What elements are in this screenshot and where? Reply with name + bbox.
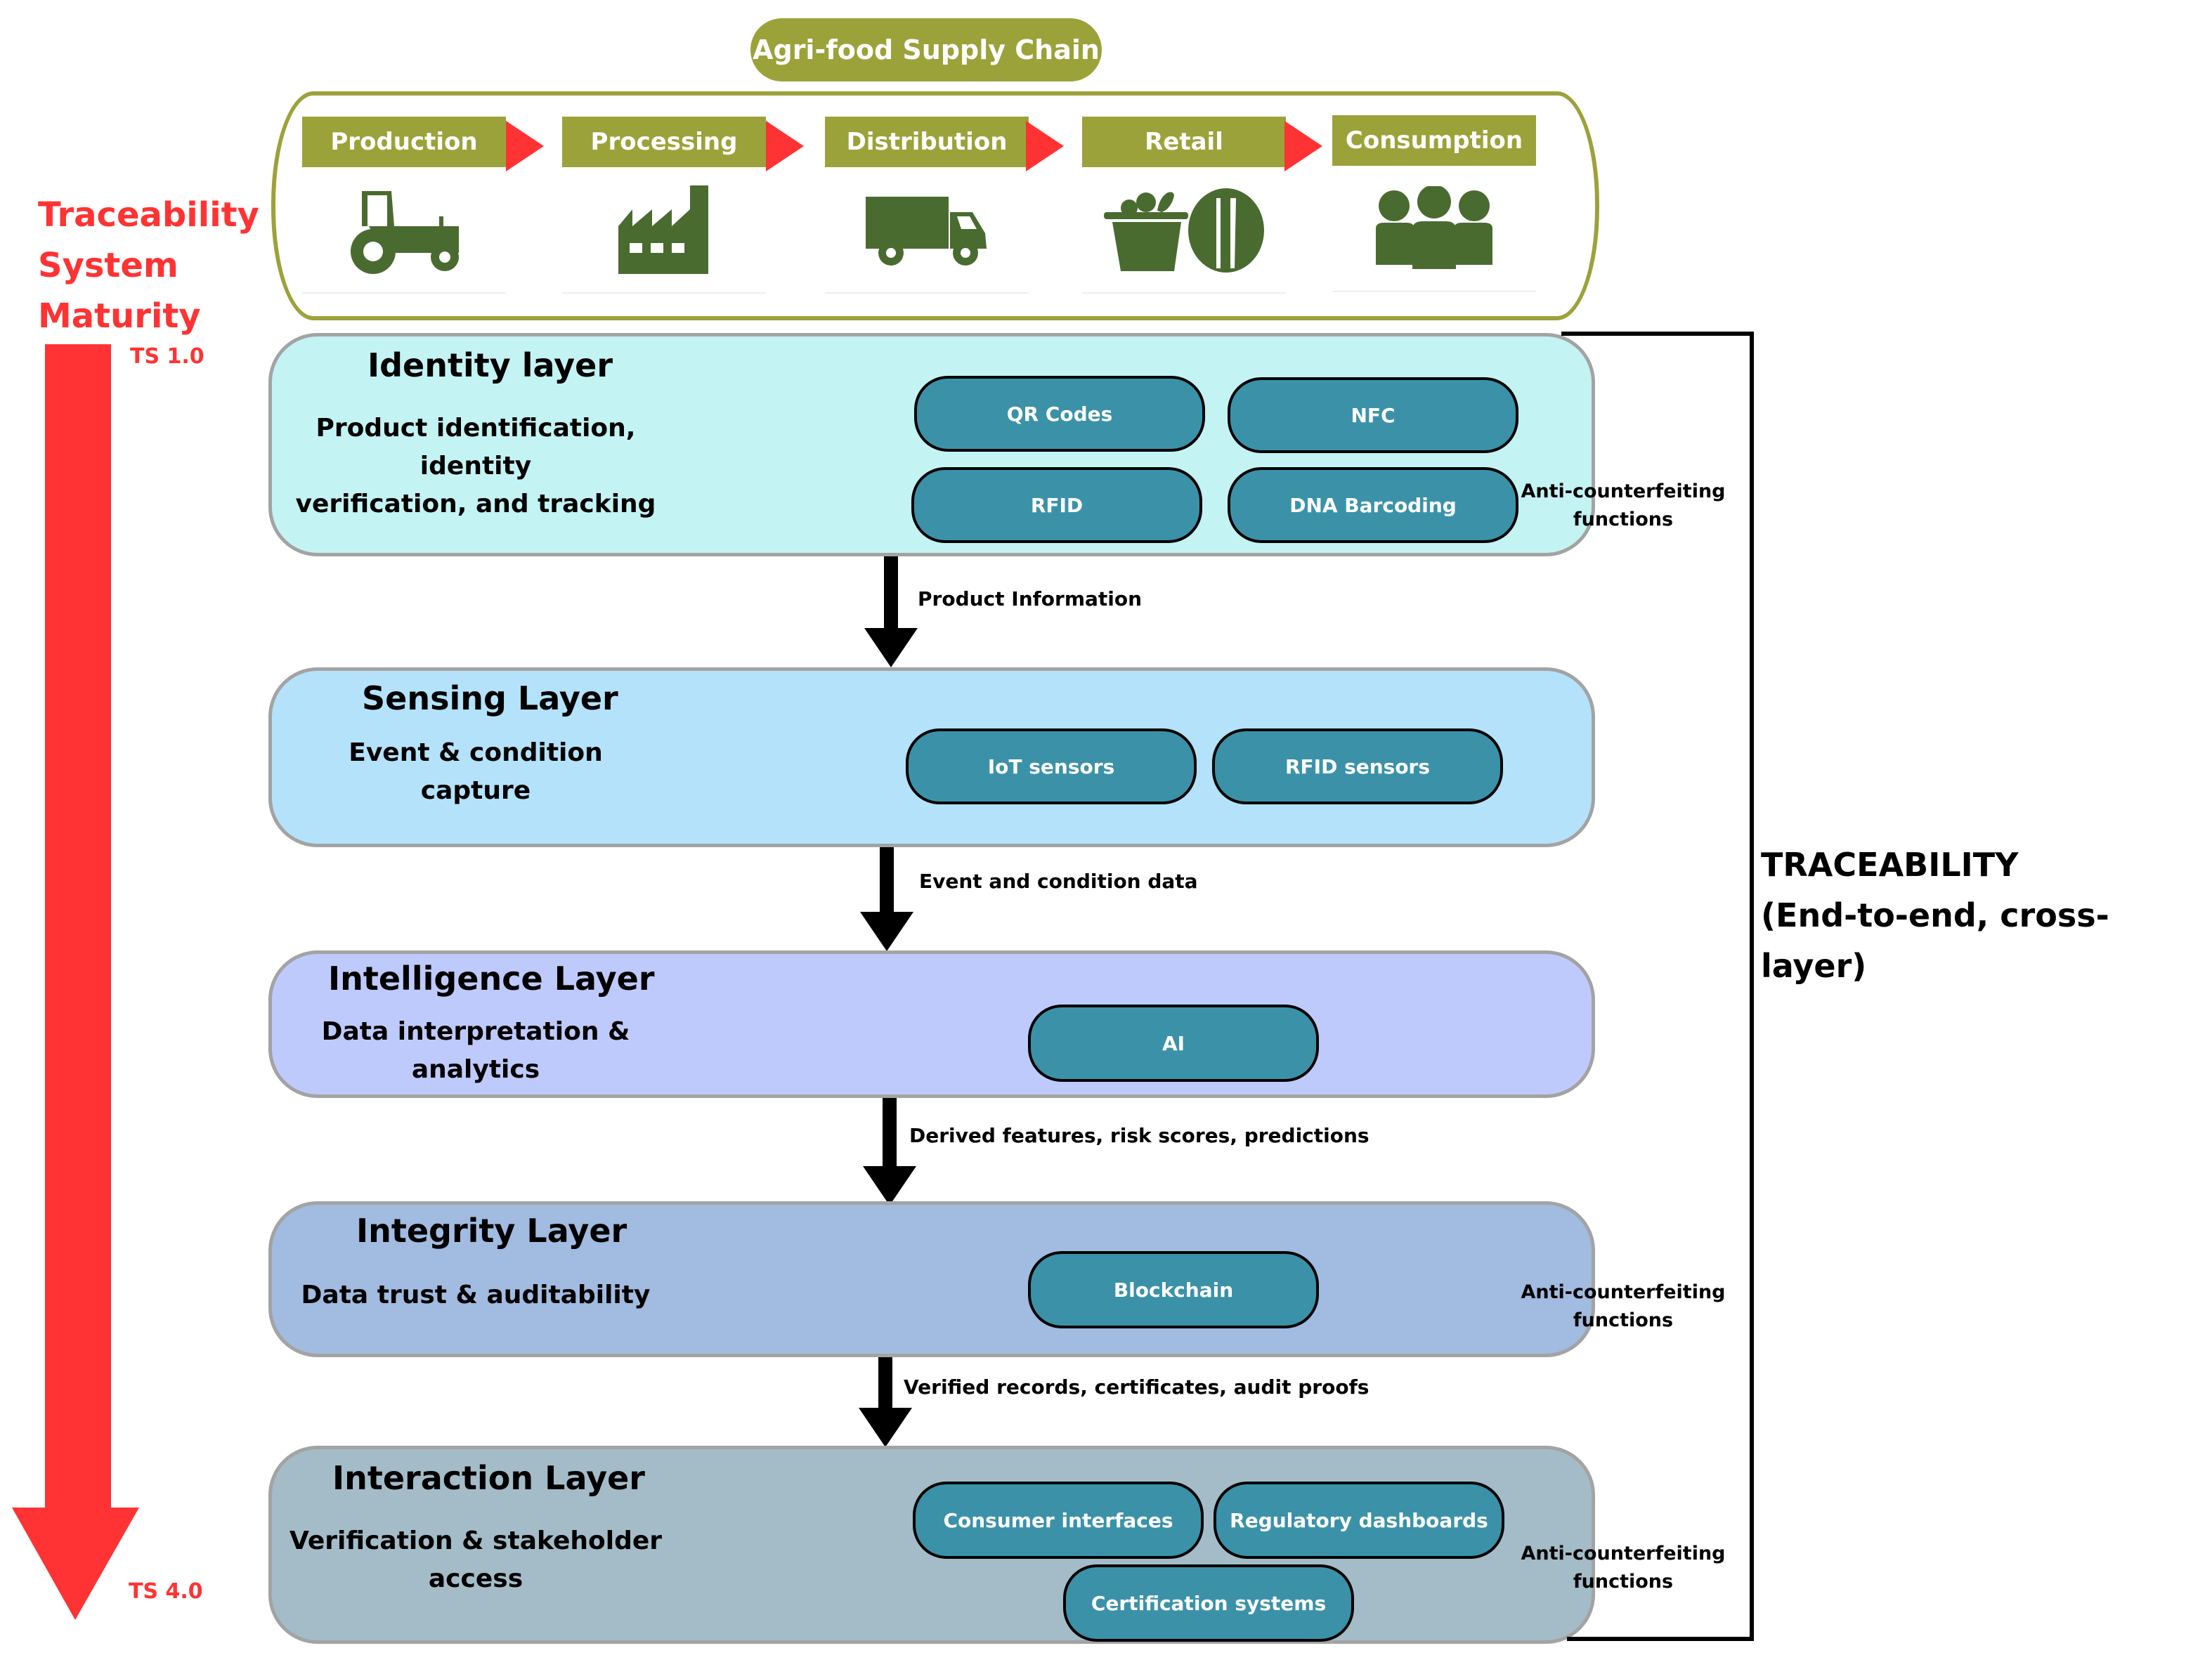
stage-arrow-icon xyxy=(506,121,544,171)
tractor-icon xyxy=(351,191,459,274)
maturity-title: Traceability System Maturity xyxy=(38,195,259,336)
factory-icon xyxy=(618,185,708,274)
identity-layer: Identity layer Product identification, i… xyxy=(268,333,1595,556)
supply-chain-frame xyxy=(271,91,1599,320)
layer-title: Intelligence Layer xyxy=(328,960,655,998)
tech-ai: AI xyxy=(1028,1005,1319,1082)
traceability-bracket-top xyxy=(1561,332,1754,336)
layer-title: Interaction Layer xyxy=(332,1459,645,1497)
flow-arrow-head-icon xyxy=(863,1166,916,1205)
maturity-arrow-icon xyxy=(12,344,139,1620)
stage-label: Production xyxy=(302,117,506,167)
tech-rfid-sensors: RFID sensors xyxy=(1212,728,1503,804)
layer-description: Data trust & auditability xyxy=(301,1281,651,1309)
layer-title: Sensing Layer xyxy=(362,679,618,717)
tech-consumer-interfaces: Consumer interfaces xyxy=(913,1482,1204,1559)
tech-rfid: RFID xyxy=(911,467,1202,543)
tech-iot-sensors: IoT sensors xyxy=(906,728,1197,804)
layer-title: Identity layer xyxy=(367,346,613,384)
integrity-layer: Integrity Layer Data trust & auditabilit… xyxy=(268,1201,1595,1357)
stage-label: Consumption xyxy=(1332,115,1536,166)
traceability-title: TRACEABILITY (End-to-end, cross-layer) xyxy=(1761,846,2109,985)
sensing-layer: Sensing Layer Event & condition capture … xyxy=(268,667,1595,847)
traceability-bracket-line xyxy=(1750,333,1754,1641)
layer-description: Event & condition capture xyxy=(349,738,603,805)
flow-arrow-shaft xyxy=(880,847,894,917)
tech-certification-systems: Certification systems xyxy=(1063,1564,1354,1642)
stage-label: Distribution xyxy=(825,117,1029,167)
stage-label: Retail xyxy=(1082,117,1286,167)
stage-processing: Processing xyxy=(562,117,766,292)
flow-arrow-shaft xyxy=(883,1098,897,1175)
ts-start-label: TS 1.0 xyxy=(130,344,204,369)
ts-end-label: TS 4.0 xyxy=(129,1579,203,1604)
supply-chain-title: Agri-food Supply Chain xyxy=(750,18,1102,81)
anti-counterfeiting-label: Anti-counterfeiting functions xyxy=(1521,1543,1726,1593)
anti-counterfeiting-label: Anti-counterfeiting functions xyxy=(1521,481,1726,530)
layer-description: Verification & stakeholder access xyxy=(289,1527,663,1593)
flow-arrow-shaft xyxy=(878,1357,892,1420)
tech-nfc: NFC xyxy=(1228,377,1518,453)
tech-blockchain: Blockchain xyxy=(1028,1251,1319,1328)
flow-label: Derived features, risk scores, predictio… xyxy=(909,1124,1370,1147)
stage-arrow-icon xyxy=(1284,121,1322,171)
flow-arrow-head-icon xyxy=(860,912,913,951)
truck-icon xyxy=(866,197,987,266)
intelligence-layer: Intelligence Layer Data interpretation &… xyxy=(268,950,1595,1098)
people-group-icon xyxy=(1376,186,1492,269)
stage-distribution: Distribution xyxy=(825,117,1029,292)
layer-title: Integrity Layer xyxy=(356,1212,627,1250)
layer-description: Product identification, identity verific… xyxy=(295,414,656,518)
stage-retail: Retail xyxy=(1082,117,1286,292)
stage-arrow-icon xyxy=(1026,121,1064,171)
flow-label: Verified records, certificates, audit pr… xyxy=(904,1375,1370,1399)
tech-dna-barcoding: DNA Barcoding xyxy=(1228,467,1518,543)
layer-description: Data interpretation & analytics xyxy=(321,1017,630,1084)
grocery-basket-plate-icon xyxy=(1104,188,1264,273)
stage-consumption: Consumption xyxy=(1332,115,1536,291)
traceability-bracket-bottom xyxy=(1567,1637,1754,1641)
tech-regulatory-dashboards: Regulatory dashboards xyxy=(1214,1482,1504,1559)
interaction-layer: Interaction Layer Verification & stakeho… xyxy=(268,1446,1595,1644)
tech-qr-codes: QR Codes xyxy=(914,376,1205,452)
stage-production: Production xyxy=(302,117,506,292)
stage-label: Processing xyxy=(562,117,766,167)
stage-arrow-icon xyxy=(766,121,804,171)
flow-label: Event and condition data xyxy=(919,870,1198,893)
anti-counterfeiting-label: Anti-counterfeiting functions xyxy=(1521,1281,1726,1331)
flow-arrow-shaft xyxy=(884,556,898,634)
flow-arrow-head-icon xyxy=(859,1408,912,1447)
flow-label: Product Information xyxy=(918,587,1143,610)
flow-arrow-head-icon xyxy=(864,628,918,667)
